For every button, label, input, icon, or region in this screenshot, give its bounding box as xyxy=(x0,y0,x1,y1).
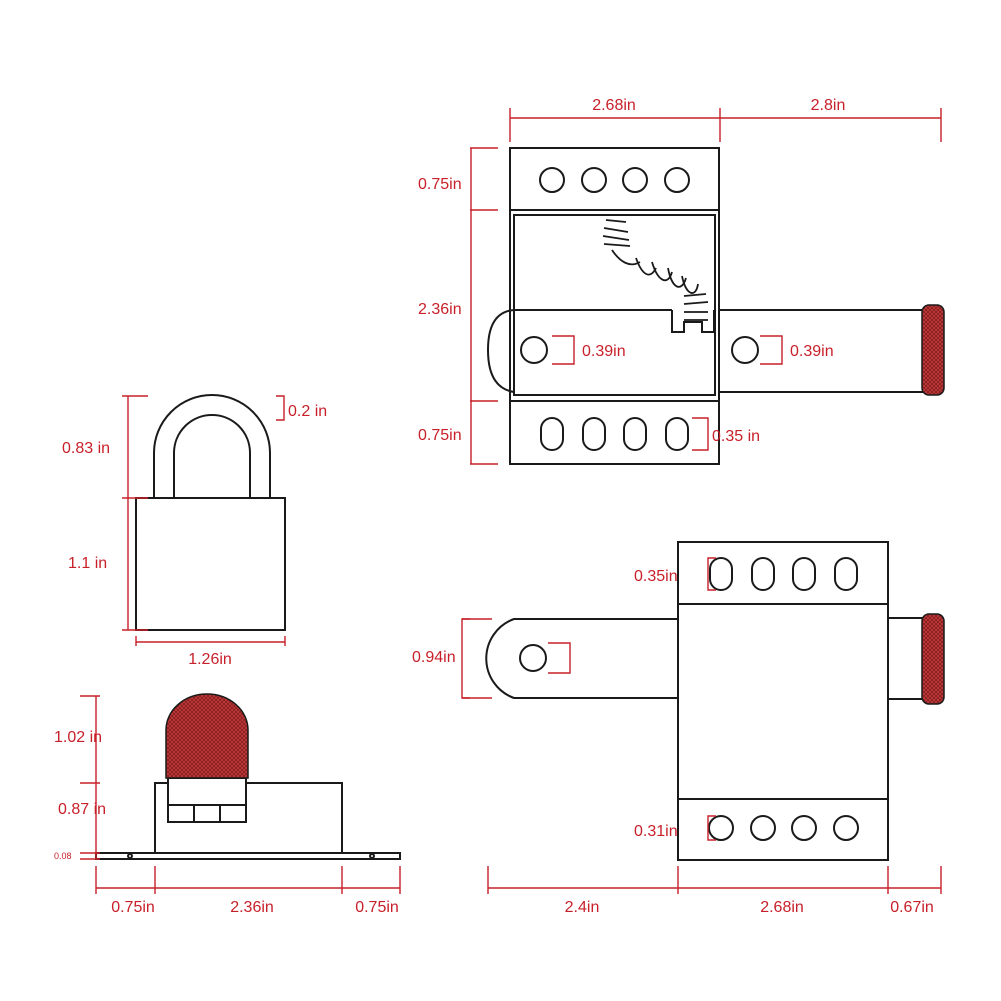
dim-front-bolt-length: 2.4in xyxy=(565,899,600,916)
dim-top-bolt-width: 2.8in xyxy=(811,97,846,114)
slot xyxy=(540,417,564,451)
dim-middle-height: 2.36in xyxy=(418,301,462,318)
side-knob xyxy=(165,693,249,779)
dim-lock-body-width: 1.26in xyxy=(188,651,232,668)
dim-right-flange: 0.75in xyxy=(355,899,399,916)
hole xyxy=(791,815,817,841)
front-bottom-holes xyxy=(708,815,859,841)
dim-front-bottom-hole: 0.31in xyxy=(634,823,678,840)
slot xyxy=(623,417,647,451)
bolt-hole-right xyxy=(731,336,759,364)
dim-bottom-plate-height: 0.75in xyxy=(418,427,462,444)
dim-front-top-slot: 0.35in xyxy=(634,568,678,585)
dim-top-plate-height: 0.75in xyxy=(418,176,462,193)
dim-shackle-thickness: 0.2 in xyxy=(288,403,327,420)
dim-side-body-height: 0.87 in xyxy=(58,801,106,818)
padlock-shackle xyxy=(153,394,271,498)
top-view-body xyxy=(509,147,720,465)
front-view: 0.35in 0.94in 0.31in 2.4in 2.68in 0.67in xyxy=(412,541,945,916)
hole xyxy=(581,167,607,193)
front-bolt-hole xyxy=(519,644,547,672)
dim-hole-right: 0.39in xyxy=(790,343,834,360)
dim-plate-thickness: 0.08 xyxy=(54,851,72,861)
knurled-knob xyxy=(921,304,945,396)
hole xyxy=(664,167,690,193)
dim-lock-body-height: 1.1 in xyxy=(68,555,107,572)
hole xyxy=(750,815,776,841)
front-bolt-stub xyxy=(888,617,924,700)
dim-side-body-width: 2.36in xyxy=(230,899,274,916)
front-knurled-knob xyxy=(921,613,945,705)
slot xyxy=(792,557,816,591)
front-bolt xyxy=(485,618,678,699)
slot xyxy=(582,417,606,451)
dim-knob-height: 1.02 in xyxy=(54,729,102,746)
slot xyxy=(834,557,858,591)
front-body xyxy=(677,541,889,861)
dim-left-flange: 0.75in xyxy=(111,899,155,916)
dim-shackle-height: 0.83 in xyxy=(62,440,110,457)
dim-front-bolt-height: 0.94in xyxy=(412,649,456,666)
inner-housing xyxy=(513,214,716,396)
slot xyxy=(751,557,775,591)
hole xyxy=(622,167,648,193)
dim-front-body-width: 2.68in xyxy=(760,899,804,916)
bolt-notch xyxy=(671,310,715,333)
slot xyxy=(709,557,733,591)
padlock-view: 0.83 in 1.1 in 0.2 in 1.26in xyxy=(62,394,327,668)
hole xyxy=(708,815,734,841)
dim-top-body-width: 2.68in xyxy=(592,97,636,114)
side-nut xyxy=(167,804,247,823)
top-plate-holes xyxy=(539,167,690,193)
top-view: 2.68in 2.8in 0.75in 2.36in 0.75in 0.39in… xyxy=(418,97,945,465)
side-collar xyxy=(167,777,247,806)
padlock-body xyxy=(135,497,286,631)
dim-front-knob-length: 0.67in xyxy=(890,899,934,916)
hole xyxy=(539,167,565,193)
bolt-hole-left xyxy=(520,336,548,364)
dim-hole-left: 0.39in xyxy=(582,343,626,360)
front-top-slots xyxy=(709,557,858,591)
side-view: 1.02 in 0.87 in 0.08 0.75in 2.36in 0.75i… xyxy=(54,693,401,916)
hole xyxy=(833,815,859,841)
bottom-plate-slots xyxy=(540,417,689,451)
spring xyxy=(602,219,709,321)
dim-slot: 0.35 in xyxy=(712,428,760,445)
slot xyxy=(665,417,689,451)
bolt-rounded-end xyxy=(486,309,515,393)
